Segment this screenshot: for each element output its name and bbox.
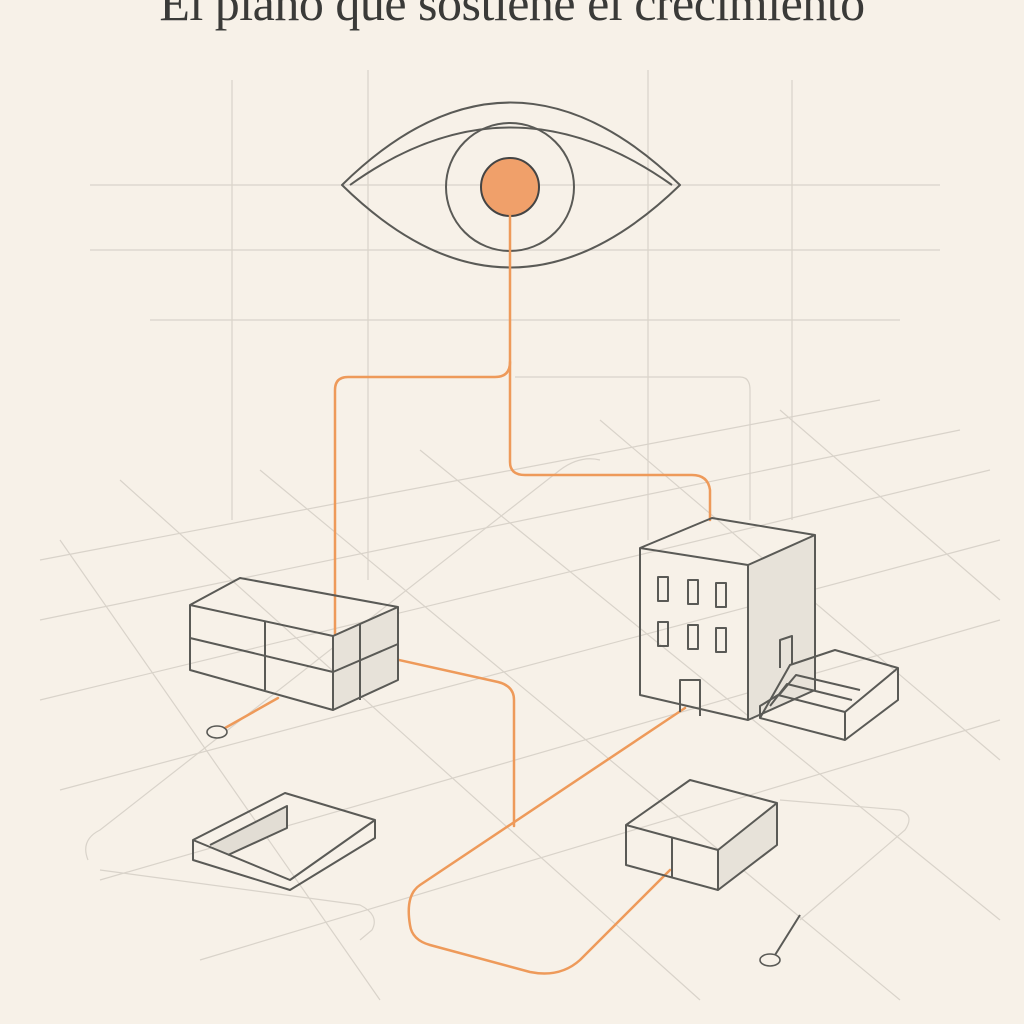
pit (192, 792, 376, 891)
stairs (759, 649, 899, 741)
connector-nodes (206, 725, 781, 967)
box (625, 779, 778, 891)
office-building (639, 517, 816, 721)
node-right (759, 953, 781, 967)
node-left (206, 725, 228, 739)
low-building (189, 577, 399, 711)
page-title: El plano que sostiene el crecimiento (159, 0, 865, 31)
pupil (480, 157, 540, 217)
connector-lines (223, 213, 801, 975)
